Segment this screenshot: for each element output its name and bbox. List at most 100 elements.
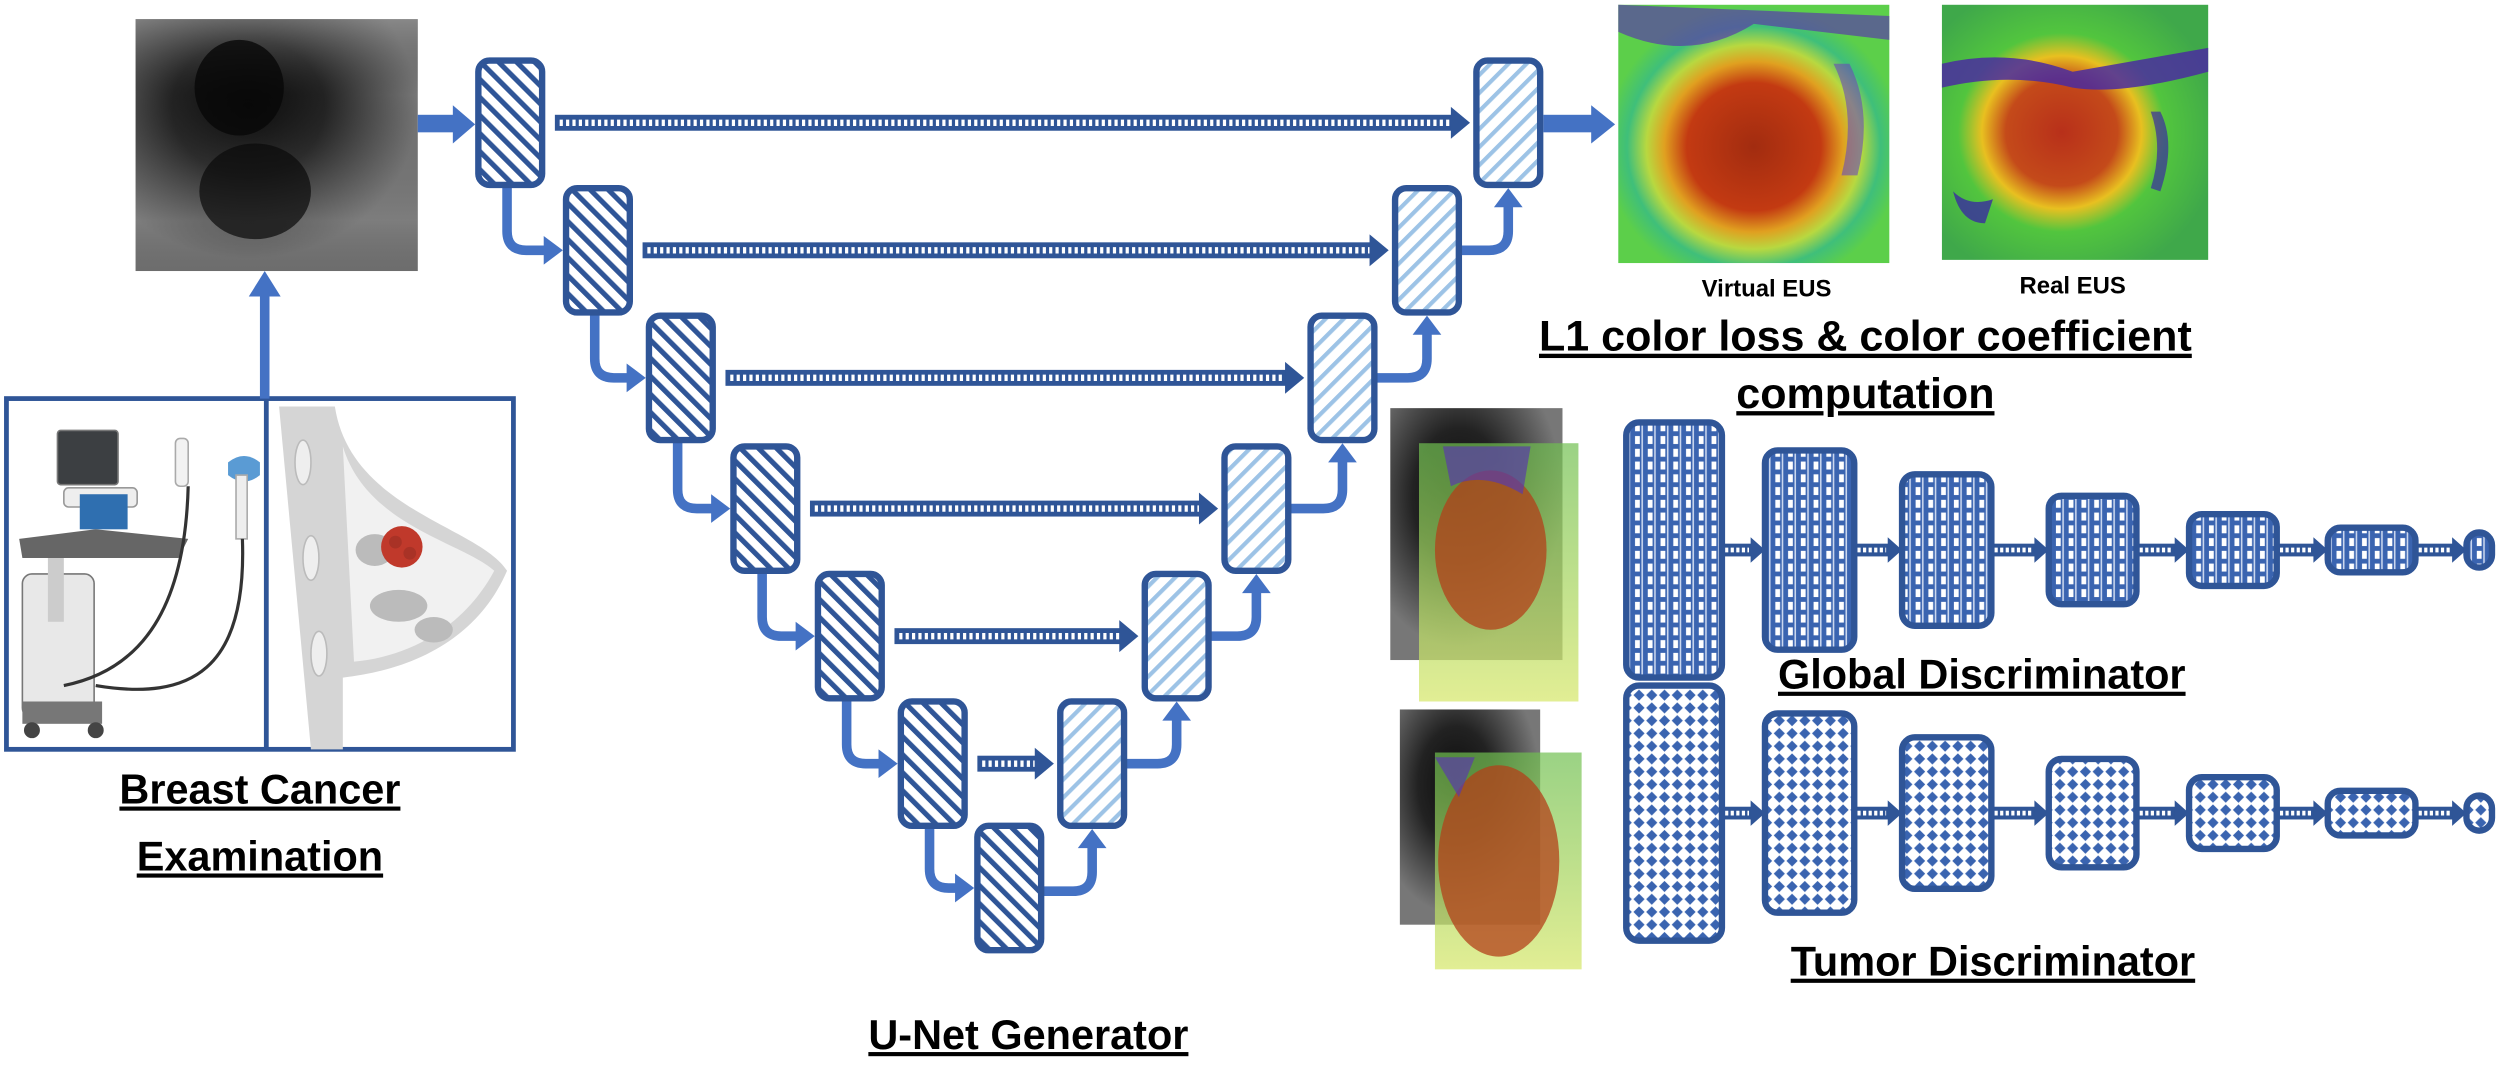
layer-arrow-head bbox=[2452, 800, 2467, 826]
decoder-block bbox=[1057, 698, 1128, 830]
global-discriminator-network bbox=[1623, 419, 2496, 681]
ultrasound-machine-illustration bbox=[19, 429, 260, 739]
encoder-block bbox=[475, 57, 546, 189]
ultrasound-input-image bbox=[135, 19, 418, 272]
layer-arrow-head bbox=[1887, 800, 1903, 826]
tumor-icon bbox=[381, 526, 423, 568]
breast-cancer-examination-panel bbox=[4, 396, 516, 752]
up-sampling-arrow bbox=[1458, 204, 1514, 256]
layer-arrow-head bbox=[1750, 537, 1765, 563]
encoder-block bbox=[814, 570, 885, 702]
down-sampling-arrowhead bbox=[795, 621, 815, 651]
layer-arrow-head bbox=[2174, 537, 2190, 563]
discriminator-layer-block bbox=[2463, 792, 2496, 834]
down-sampling-arrow bbox=[757, 570, 799, 641]
loss-title-line1: L1 color loss & color coefficient bbox=[1539, 313, 2192, 361]
skip-connection-arrow bbox=[809, 492, 1219, 525]
skip-connection-arrow bbox=[725, 361, 1305, 394]
layer-arrow-head bbox=[2034, 537, 2049, 563]
discriminator-layer-block bbox=[1761, 710, 1858, 916]
discriminator-layer-block bbox=[1623, 419, 1726, 681]
skip-connection-arrow bbox=[977, 747, 1054, 780]
real-eus-label: Real EUS bbox=[2020, 272, 2126, 299]
down-sampling-arrowhead bbox=[626, 363, 646, 393]
discriminator-layer-block bbox=[2324, 787, 2419, 839]
input-arrow bbox=[417, 105, 476, 144]
layer-arrow-head bbox=[2174, 800, 2190, 826]
exam-title-line2: Examination bbox=[137, 832, 383, 879]
layer-arrow-head bbox=[2313, 537, 2328, 563]
encoder-block bbox=[730, 443, 801, 574]
bottleneck-block bbox=[974, 822, 1045, 954]
decoder-block bbox=[1391, 184, 1463, 316]
down-sampling-arrow bbox=[502, 184, 547, 256]
up-sampling-arrowhead bbox=[1242, 573, 1271, 594]
down-sampling-arrowhead bbox=[543, 235, 563, 265]
skip-arrow-head bbox=[1034, 747, 1054, 780]
encoder-block bbox=[645, 312, 716, 444]
skip-arrow-head bbox=[1285, 361, 1305, 394]
encoder-block bbox=[562, 184, 634, 316]
down-sampling-arrowhead bbox=[711, 494, 731, 523]
unet-generator bbox=[475, 57, 1544, 954]
skip-arrow-head bbox=[1369, 234, 1389, 267]
up-sampling-arrowhead bbox=[1493, 188, 1523, 208]
layer-arrow-head bbox=[2034, 800, 2049, 826]
skip-arrow-head bbox=[1198, 492, 1219, 525]
unet-title: U-Net Generator bbox=[868, 1011, 1188, 1058]
down-sampling-arrow bbox=[589, 312, 630, 383]
up-sampling-arrow bbox=[1124, 717, 1182, 769]
discriminator-layer-block bbox=[2045, 492, 2140, 608]
discriminator-layer-block bbox=[2045, 755, 2140, 871]
discriminator-layer-block bbox=[1898, 734, 1995, 893]
up-sampling-arrowhead bbox=[1077, 829, 1107, 849]
skip-connection-arrow bbox=[642, 234, 1389, 267]
discriminator-layer-block bbox=[1623, 682, 1726, 944]
layer-arrow-shaft bbox=[2276, 543, 2315, 557]
tumor-discriminator-input-images bbox=[1399, 709, 1582, 970]
global-discriminator-title: Global Discriminator bbox=[1778, 651, 2186, 698]
discriminators bbox=[1623, 419, 2496, 944]
real-eus-image bbox=[1941, 4, 2209, 260]
skip-arrow-head bbox=[1450, 106, 1471, 139]
layer-arrow-shaft bbox=[2415, 543, 2454, 557]
breast-anatomy-illustration bbox=[279, 406, 508, 750]
up-sampling-arrowhead bbox=[1412, 315, 1442, 335]
skip-arrow-shaft bbox=[554, 114, 1455, 131]
encoder-block bbox=[897, 698, 968, 830]
down-sampling-arrow bbox=[841, 698, 882, 769]
tumor-discriminator-network bbox=[1623, 682, 2496, 944]
skip-connection-arrow bbox=[554, 106, 1471, 139]
exam-title-line1: Breast Cancer bbox=[119, 766, 400, 813]
virtual-eus-label: Virtual EUS bbox=[1702, 276, 1832, 303]
global-discriminator-input-images bbox=[1390, 408, 1579, 702]
up-sampling-arrow bbox=[1374, 331, 1432, 383]
discriminator-layer-block bbox=[1898, 471, 1995, 629]
tumor-discriminator-title: Tumor Discriminator bbox=[1791, 938, 2195, 985]
skip-connection-arrow bbox=[894, 620, 1139, 653]
down-sampling-arrowhead bbox=[955, 873, 975, 903]
up-sampling-arrowhead bbox=[1328, 443, 1357, 463]
loss-title-line2: computation bbox=[1736, 370, 1994, 418]
discriminator-layer-block bbox=[2185, 510, 2280, 590]
layer-arrow-head bbox=[2313, 800, 2328, 826]
up-sampling-arrow bbox=[1041, 844, 1097, 897]
decoder-block bbox=[1473, 57, 1544, 189]
decoder-block bbox=[1221, 443, 1292, 574]
decoder-block bbox=[1307, 312, 1378, 444]
down-sampling-arrow bbox=[924, 825, 959, 893]
discriminator-layer-block bbox=[2185, 774, 2280, 853]
layer-arrow-head bbox=[1887, 537, 1903, 563]
layer-arrow-head bbox=[2452, 537, 2467, 563]
up-sampling-arrow bbox=[1208, 589, 1262, 641]
output-arrow bbox=[1543, 105, 1616, 144]
up-sampling-arrow bbox=[1288, 459, 1348, 514]
decoder-block bbox=[1141, 570, 1212, 702]
up-sampling-arrowhead bbox=[1162, 701, 1192, 721]
layer-arrow-head bbox=[1750, 800, 1765, 826]
down-sampling-arrowhead bbox=[878, 749, 898, 779]
discriminator-layer-block bbox=[2324, 524, 2419, 576]
exam-to-image-arrow bbox=[248, 271, 281, 399]
